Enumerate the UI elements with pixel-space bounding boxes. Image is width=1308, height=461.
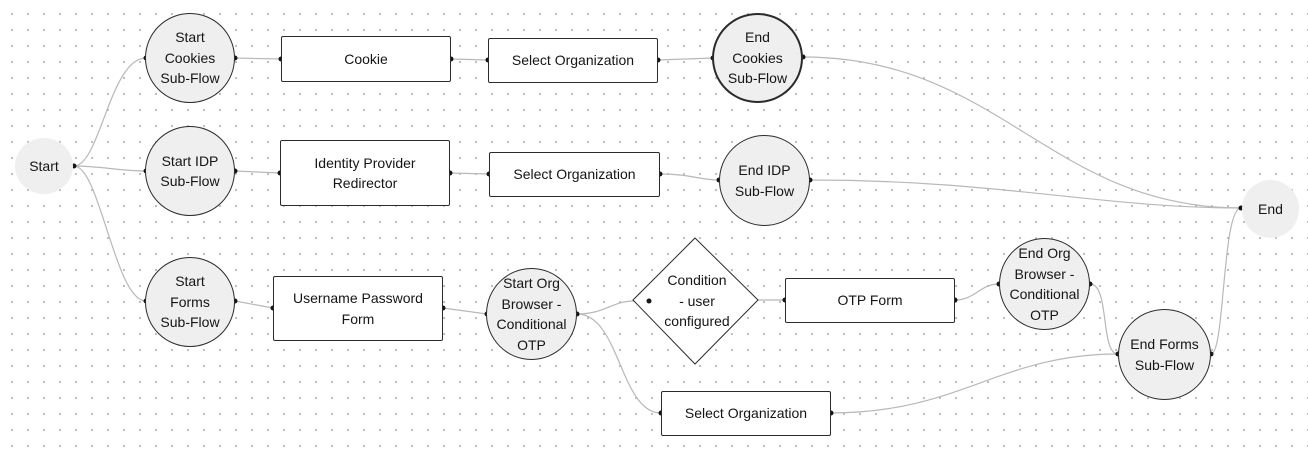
select-organization-step-2[interactable]: Select Organization	[489, 152, 660, 197]
start-node[interactable]: Start	[15, 138, 73, 194]
username-password-form-step[interactable]: Username Password Form	[273, 276, 443, 341]
select-organization-step-1-label: Select Organization	[511, 52, 635, 69]
end-idp-subflow-node[interactable]: End IDP Sub-Flow	[719, 135, 810, 226]
condition-user-configured-label-box: Condition - user configured	[655, 264, 739, 338]
start-forms-subflow-node[interactable]: Start Forms Sub-Flow	[145, 257, 235, 347]
edge-idp-redirector-to-select-org-2	[449, 172, 490, 175]
edge-end-cookies-to-end	[802, 56, 1242, 209]
select-organization-step-3-label: Select Organization	[684, 405, 808, 422]
edge-select-org-1-to-end-cookies	[657, 57, 714, 61]
end-cookies-subflow-node[interactable]: End Cookies Sub-Flow	[712, 13, 803, 103]
username-password-form-label: Username Password Form	[293, 290, 423, 327]
edge-start-to-start-cookies	[73, 57, 147, 167]
start-org-browser-conditional-otp-label: Start Org Browser - Conditional OTP	[496, 275, 567, 353]
end-org-browser-conditional-otp-node[interactable]: End Org Browser - Conditional OTP	[999, 238, 1090, 330]
connection-ports	[71, 54, 1244, 416]
end-cookies-subflow-label: End Cookies Sub-Flow	[727, 29, 788, 87]
end-node[interactable]: End	[1242, 180, 1299, 238]
edge-start-idp-to-idp-redirector	[234, 170, 281, 174]
cookie-step[interactable]: Cookie	[281, 36, 451, 82]
edge-end-org-otp-to-end-forms	[1089, 283, 1119, 355]
condition-user-configured-label: Condition - user configured	[664, 272, 730, 330]
start-org-browser-conditional-otp-node[interactable]: Start Org Browser - Conditional OTP	[486, 268, 577, 360]
select-organization-step-2-label: Select Organization	[513, 166, 636, 183]
edge-select-org-2-to-end-idp	[659, 173, 720, 181]
select-organization-step-1[interactable]: Select Organization	[488, 38, 658, 83]
otp-form-label: OTP Form	[837, 292, 903, 309]
start-cookies-subflow-label: Start Cookies Sub-Flow	[160, 29, 220, 87]
edge-cookie-to-select-org-1	[450, 58, 489, 61]
end-node-label: End	[1258, 200, 1283, 217]
edge-username-to-start-org-otp	[442, 307, 488, 315]
edge-start-to-start-idp	[73, 165, 147, 172]
end-forms-subflow-label: End Forms Sub-Flow	[1130, 336, 1199, 373]
condition-diamond[interactable]	[632, 237, 759, 365]
start-idp-subflow-label: Start IDP Sub-Flow	[160, 152, 220, 190]
edge-start-forms-to-username	[234, 300, 274, 309]
edge-start-org-otp-to-condition	[576, 300, 635, 315]
edge-end-idp-to-end	[809, 179, 1242, 209]
end-idp-subflow-label: End IDP Sub-Flow	[734, 162, 795, 199]
start-node-label: Start	[29, 157, 59, 174]
start-idp-subflow-node[interactable]: Start IDP Sub-Flow	[145, 126, 235, 216]
edge-start-org-otp-to-select-org-3	[576, 313, 662, 414]
end-forms-subflow-node[interactable]: End Forms Sub-Flow	[1118, 309, 1211, 400]
edge-start-to-start-forms	[73, 165, 147, 302]
edge-start-cookies-to-cookie	[234, 57, 282, 60]
start-cookies-subflow-node[interactable]: Start Cookies Sub-Flow	[145, 13, 235, 103]
edge-end-forms-to-end	[1210, 207, 1242, 355]
otp-form-step[interactable]: OTP Form	[785, 278, 955, 323]
identity-provider-redirector-step[interactable]: Identity Provider Redirector	[280, 140, 450, 206]
select-organization-step-3[interactable]: Select Organization	[661, 391, 831, 436]
start-forms-subflow-label: Start Forms Sub-Flow	[160, 273, 220, 331]
identity-provider-redirector-label: Identity Provider Redirector	[314, 154, 416, 192]
end-org-browser-conditional-otp-label: End Org Browser - Conditional OTP	[1009, 245, 1080, 323]
edge-select-org-3-to-end-forms	[830, 353, 1119, 414]
edge-otp-form-to-end-org-otp	[954, 283, 1000, 301]
cookie-step-label: Cookie	[344, 50, 388, 67]
